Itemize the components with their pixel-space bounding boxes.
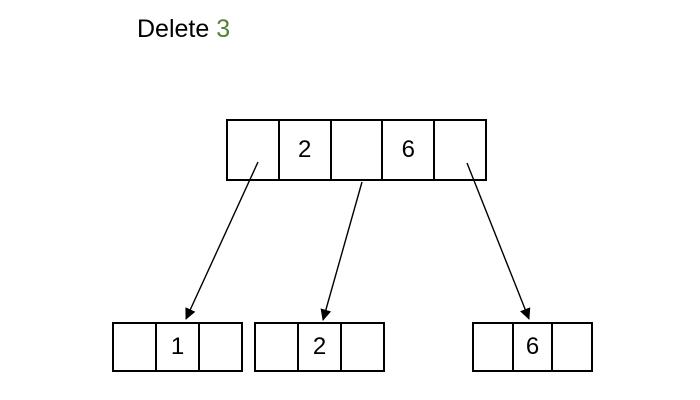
leaf1-key-cell: 1: [155, 324, 198, 370]
page-title: Delete 3: [137, 14, 230, 44]
arrow-root-to-leaf-3: [466, 162, 531, 320]
root-key-cell-6: 6: [381, 121, 433, 179]
root-pointer-cell-1: [228, 121, 278, 179]
root-pointer-cell-5: [433, 121, 485, 179]
arrow-root-to-leaf-2: [320, 181, 363, 321]
leaf1-cell-right: [198, 324, 241, 370]
leaf2-key-cell: 2: [297, 324, 340, 370]
btree-leaf-node-2: 2: [254, 322, 385, 372]
leaf3-cell-left: [474, 324, 512, 370]
leaf3-key-cell: 6: [511, 324, 552, 370]
btree-leaf-node-3: 6: [472, 322, 593, 372]
leaf1-cell-left: [114, 324, 155, 370]
root-key-cell-2: 2: [277, 121, 330, 179]
title-key-value: 3: [216, 15, 231, 43]
root-pointer-cell-3: [329, 121, 382, 179]
title-action-text: Delete: [137, 15, 217, 43]
leaf2-cell-left: [256, 324, 297, 370]
leaf3-cell-right: [551, 324, 591, 370]
btree-root-node: 2 6: [226, 119, 487, 181]
leaf2-cell-right: [340, 324, 383, 370]
arrow-root-to-leaf-1: [185, 161, 259, 320]
btree-leaf-node-1: 1: [112, 322, 243, 372]
